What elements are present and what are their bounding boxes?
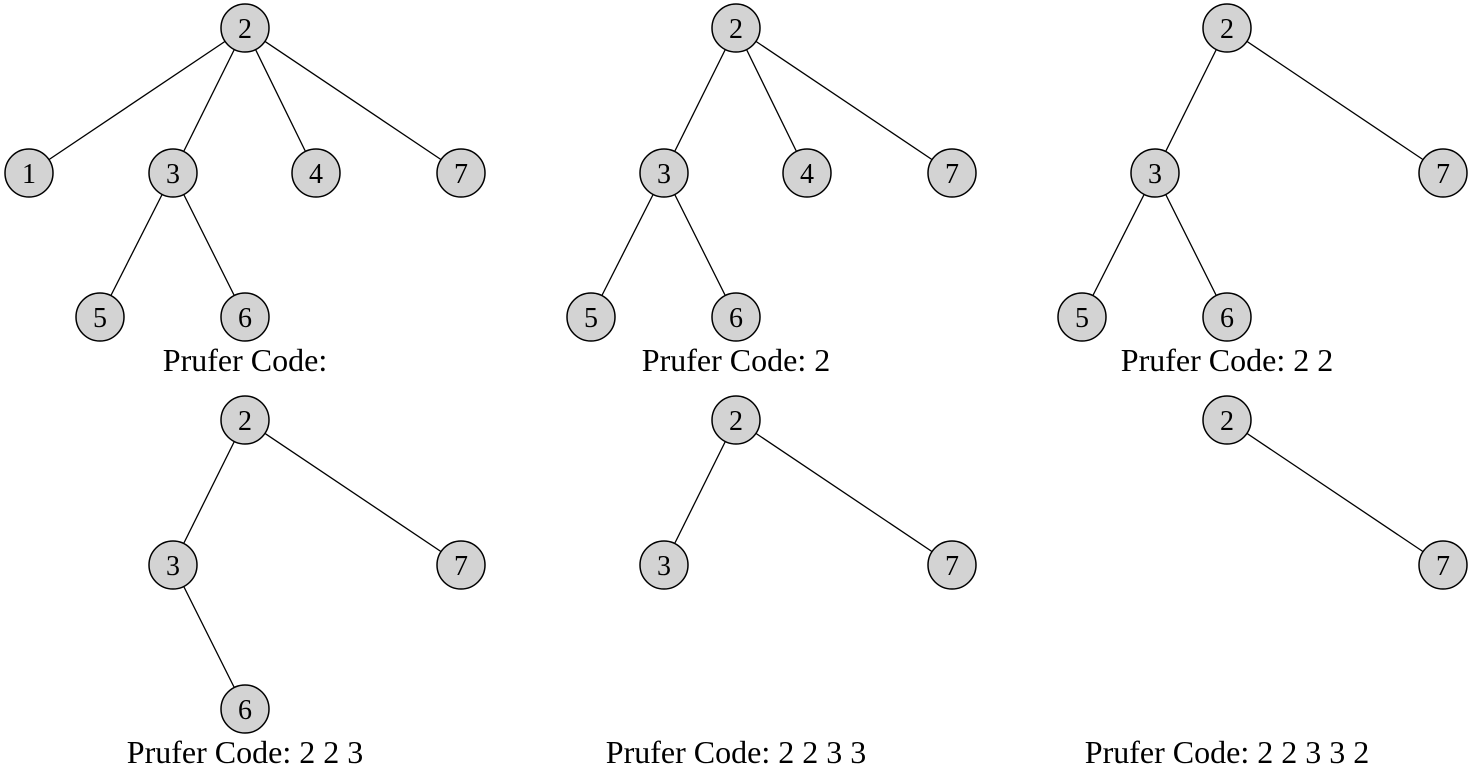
node-5-label: 5	[93, 303, 107, 334]
node-6-circle	[220, 292, 270, 342]
node-2-circle	[711, 3, 761, 53]
node-6-label: 6	[729, 303, 743, 334]
node-6-label: 6	[238, 303, 252, 334]
node-3-label: 3	[166, 159, 180, 190]
edge-3-6	[172, 172, 246, 318]
node-5-circle	[75, 292, 125, 342]
node-4-label: 4	[800, 159, 814, 190]
node-3-circle	[1130, 148, 1180, 198]
node-6-circle	[1202, 292, 1252, 342]
node-7-circle	[436, 540, 486, 590]
node-6-label: 6	[238, 695, 252, 726]
node-6-circle	[220, 684, 270, 734]
node-2-label: 2	[238, 14, 252, 45]
prufer-code-caption: Prufer Code: 2 2 3 3	[606, 734, 866, 770]
node-3-circle	[148, 148, 198, 198]
node-7-circle	[927, 148, 977, 198]
node-2-circle	[220, 395, 270, 445]
node-7-circle	[436, 148, 486, 198]
node-4-label: 4	[309, 159, 323, 190]
edge-2-3	[663, 419, 737, 566]
node-3-circle	[639, 540, 689, 590]
node-2-circle	[711, 395, 761, 445]
edge-2-7	[244, 27, 462, 174]
node-3-label: 3	[166, 551, 180, 582]
edge-2-7	[1226, 419, 1444, 566]
node-4-circle	[291, 148, 341, 198]
node-1-label: 1	[22, 159, 36, 190]
edge-2-7	[244, 419, 462, 566]
node-5-label: 5	[1075, 303, 1089, 334]
node-7-circle	[927, 540, 977, 590]
node-7-circle	[1418, 148, 1468, 198]
node-2-label: 2	[238, 406, 252, 437]
edge-2-7	[735, 27, 953, 174]
node-7-label: 7	[1436, 159, 1450, 190]
node-2-circle	[220, 3, 270, 53]
node-2-label: 2	[729, 406, 743, 437]
node-5-circle	[1057, 292, 1107, 342]
edge-3-6	[1154, 172, 1228, 318]
node-3-label: 3	[1148, 159, 1162, 190]
node-5-label: 5	[584, 303, 598, 334]
node-7-label: 7	[454, 551, 468, 582]
edge-2-4	[735, 27, 808, 174]
prufer-code-caption: Prufer Code: 2 2	[1121, 342, 1333, 378]
node-2-label: 2	[729, 14, 743, 45]
prufer-code-caption: Prufer Code: 2 2 3	[127, 734, 363, 770]
node-3-label: 3	[657, 159, 671, 190]
prufer-code-caption: Prufer Code: 2 2 3 3 2	[1085, 734, 1369, 770]
prufer-code-caption: Prufer Code: 2	[642, 342, 830, 378]
edge-3-6	[663, 172, 737, 318]
edge-3-5	[590, 172, 665, 318]
node-2-circle	[1202, 395, 1252, 445]
node-5-circle	[566, 292, 616, 342]
node-2-label: 2	[1220, 14, 1234, 45]
edge-2-3	[1154, 27, 1228, 174]
edge-2-3	[172, 419, 246, 566]
prufer-code-caption: Prufer Code:	[163, 342, 327, 378]
edge-2-3	[663, 27, 737, 174]
edge-3-6	[172, 564, 246, 710]
node-6-label: 6	[1220, 303, 1234, 334]
node-7-label: 7	[945, 159, 959, 190]
edge-3-5	[99, 172, 174, 318]
edge-2-4	[244, 27, 317, 174]
node-7-label: 7	[945, 551, 959, 582]
node-7-label: 7	[454, 159, 468, 190]
node-4-circle	[782, 148, 832, 198]
node-2-circle	[1202, 3, 1252, 53]
edge-2-3	[172, 27, 246, 174]
node-7-label: 7	[1436, 551, 1450, 582]
edge-2-1	[28, 27, 246, 174]
edge-2-7	[735, 419, 953, 566]
edge-2-7	[1226, 27, 1444, 174]
node-1-circle	[4, 148, 54, 198]
node-2-label: 2	[1220, 406, 1234, 437]
node-7-circle	[1418, 540, 1468, 590]
edge-3-5	[1081, 172, 1156, 318]
node-6-circle	[711, 292, 761, 342]
node-3-circle	[148, 540, 198, 590]
node-3-label: 3	[657, 551, 671, 582]
node-3-circle	[639, 148, 689, 198]
